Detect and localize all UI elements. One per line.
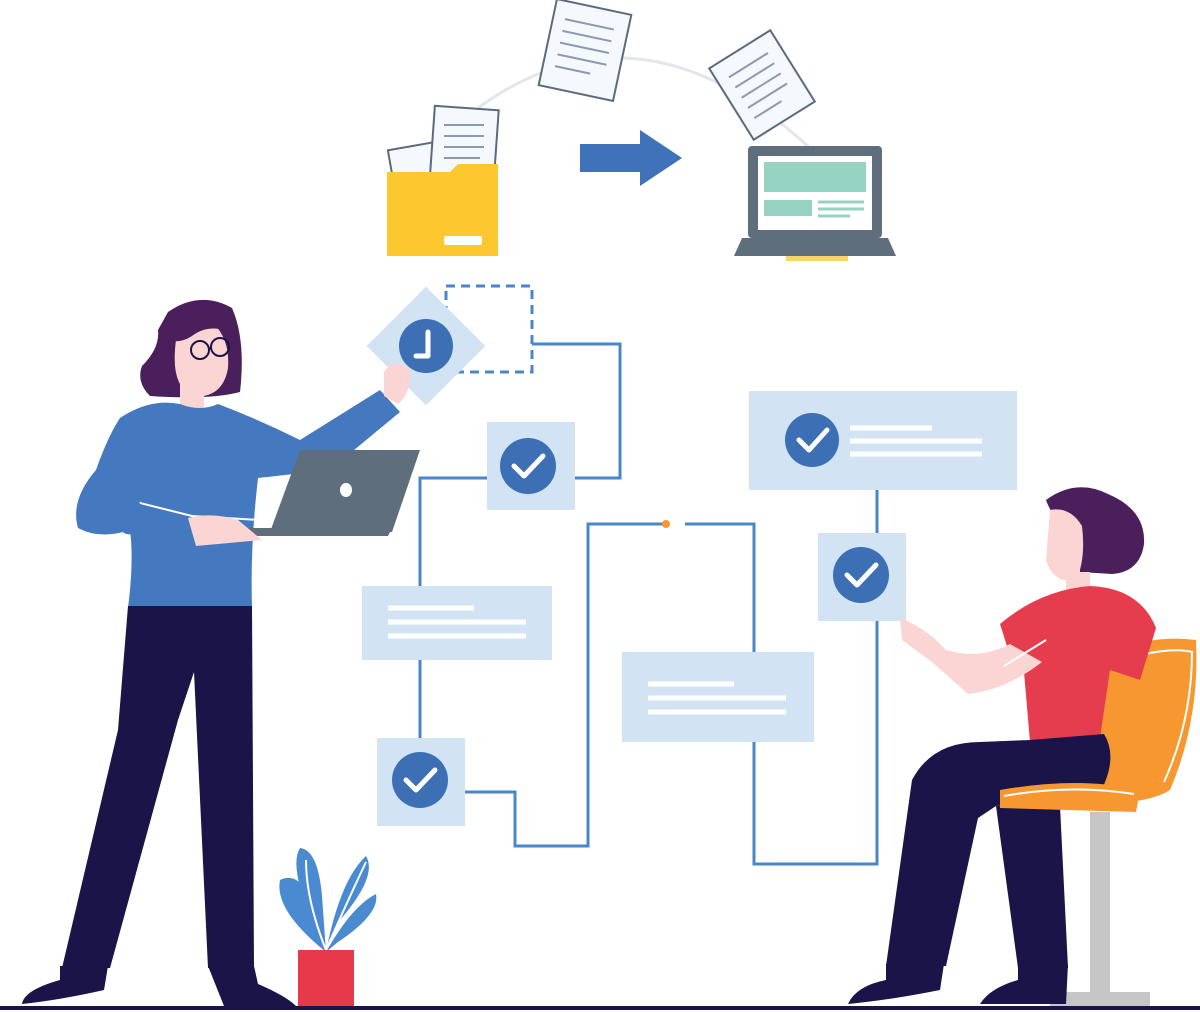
document-icon (707, 28, 817, 142)
sweater (76, 390, 400, 608)
check-card (487, 422, 575, 510)
connector-node (662, 520, 670, 528)
flowchart-connectors (418, 284, 879, 866)
glasses-icon (190, 337, 230, 360)
seated-woman (848, 487, 1197, 1008)
face (1046, 509, 1084, 580)
check-circle-icon (392, 752, 448, 808)
check-card (818, 533, 906, 621)
document-icon (537, 0, 633, 103)
chair (996, 638, 1197, 807)
file-transfer-group (386, 0, 896, 261)
hand (384, 363, 411, 404)
leaf (279, 877, 326, 952)
check-text-card (749, 391, 1017, 490)
laptop-icon (734, 146, 896, 261)
standing-woman (22, 299, 420, 1006)
check-circle-icon (785, 413, 839, 467)
pants (886, 734, 1111, 966)
pot (298, 950, 354, 1008)
arm (900, 618, 1042, 694)
laptop-icon (226, 450, 420, 536)
arrow-right-icon (580, 130, 682, 186)
shirt (1000, 586, 1156, 742)
check-circle-icon (833, 547, 889, 603)
pants (62, 606, 254, 968)
potted-plant (279, 848, 377, 1008)
folder-icon (386, 104, 500, 256)
face (174, 322, 229, 414)
check-circle-icon (500, 438, 556, 494)
chair-leg (1090, 812, 1110, 992)
text-card (362, 586, 552, 660)
hair (1046, 487, 1145, 574)
text-card (622, 652, 814, 742)
check-card (377, 738, 465, 826)
leaf (326, 894, 377, 952)
